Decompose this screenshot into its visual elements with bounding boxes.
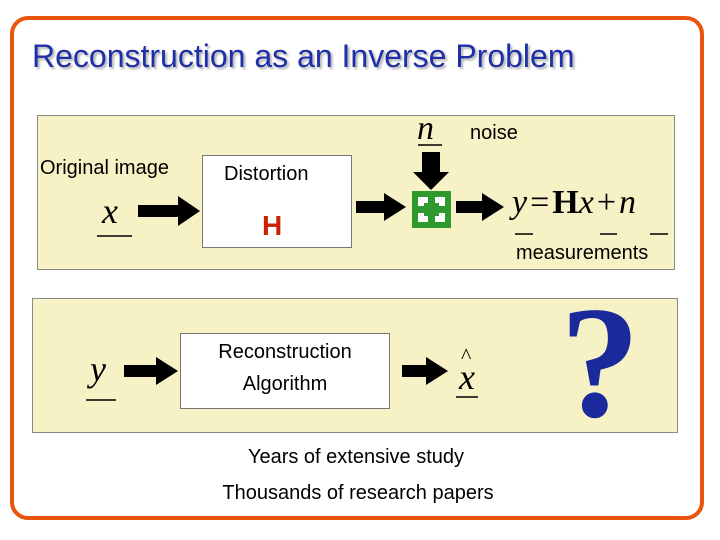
input-y-symbol: y	[90, 349, 106, 389]
question-mark: ?	[560, 273, 640, 451]
algorithm-label-line2: Algorithm	[242, 373, 328, 395]
arrow-to-algorithm	[124, 357, 178, 385]
equation-equals: =	[530, 184, 550, 221]
equation-h: H	[552, 184, 579, 221]
arrow-to-estimate	[402, 357, 448, 385]
arrow-to-distortion	[138, 196, 200, 226]
footer-line1: Years of extensive study	[0, 446, 716, 469]
noise-label: noise	[470, 122, 518, 144]
equation-x: x	[578, 184, 594, 221]
footer-line2-text: Thousands of research papers	[222, 482, 494, 504]
equation-plus: +	[596, 184, 617, 221]
slide-frame	[10, 16, 704, 520]
noise-n-symbol: n	[417, 110, 434, 147]
measurements-label: measurements	[516, 242, 649, 264]
estimate-x-symbol: x	[459, 357, 475, 397]
equation-y: y	[512, 184, 528, 221]
original-image-label: Original image	[40, 157, 169, 179]
arrow-to-adder	[356, 193, 406, 221]
reconstruction-algorithm-box	[180, 333, 390, 409]
arrow-to-measurement	[456, 193, 504, 221]
distortion-label: Distortion	[224, 163, 309, 185]
algorithm-label-line1: Reconstruction	[218, 341, 352, 363]
arrow-noise-down	[413, 152, 449, 190]
distortion-operator-h: H	[262, 210, 283, 241]
estimate-hat-accent: ^	[461, 343, 472, 368]
distortion-box	[202, 155, 352, 248]
forward-model-panel	[37, 115, 675, 270]
footer-line1-text: Years of extensive study	[247, 446, 465, 468]
input-x-symbol: x	[102, 191, 118, 231]
equation-n: n	[619, 184, 637, 221]
slide-title: Reconstruction as an Inverse Problem	[32, 38, 575, 74]
adder-plus-icon	[412, 191, 451, 228]
measurement-equation: y=Hx+n	[512, 183, 636, 222]
footer-line2: Thousands of research papers	[0, 482, 716, 505]
